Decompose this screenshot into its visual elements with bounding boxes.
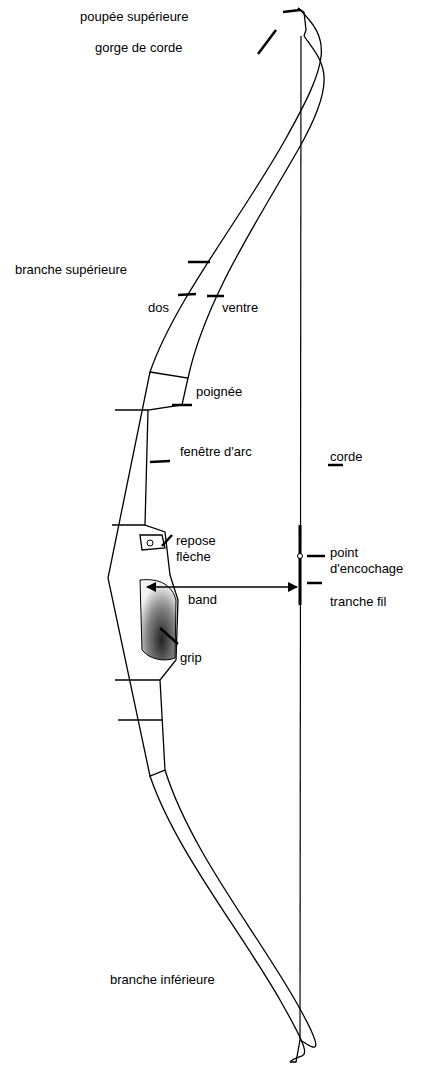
part-label: band (188, 592, 217, 608)
part-label: branche supérieure (15, 262, 127, 278)
part-label: gorge de corde (95, 40, 182, 56)
part-label: tranche fil (330, 594, 386, 610)
part-label: fenêtre d'arc (180, 444, 252, 460)
part-label: ventre (222, 300, 258, 316)
part-label: corde (330, 449, 363, 465)
arrow-rest (140, 535, 165, 550)
brace-height-arrow (147, 586, 297, 588)
part-label: poupée supérieure (80, 9, 188, 25)
grip-shading (140, 580, 176, 660)
part-label: repose flèche (176, 533, 238, 565)
serving (299, 525, 302, 605)
nock-point (298, 554, 303, 559)
part-label: branche inférieure (110, 972, 215, 988)
leader-lines (150, 10, 343, 644)
part-label: poignée (196, 384, 242, 400)
part-label: dos (148, 300, 169, 316)
part-label: point d'encochage (330, 545, 430, 577)
part-label: grip (180, 650, 202, 666)
bow-outline (108, 8, 324, 1062)
